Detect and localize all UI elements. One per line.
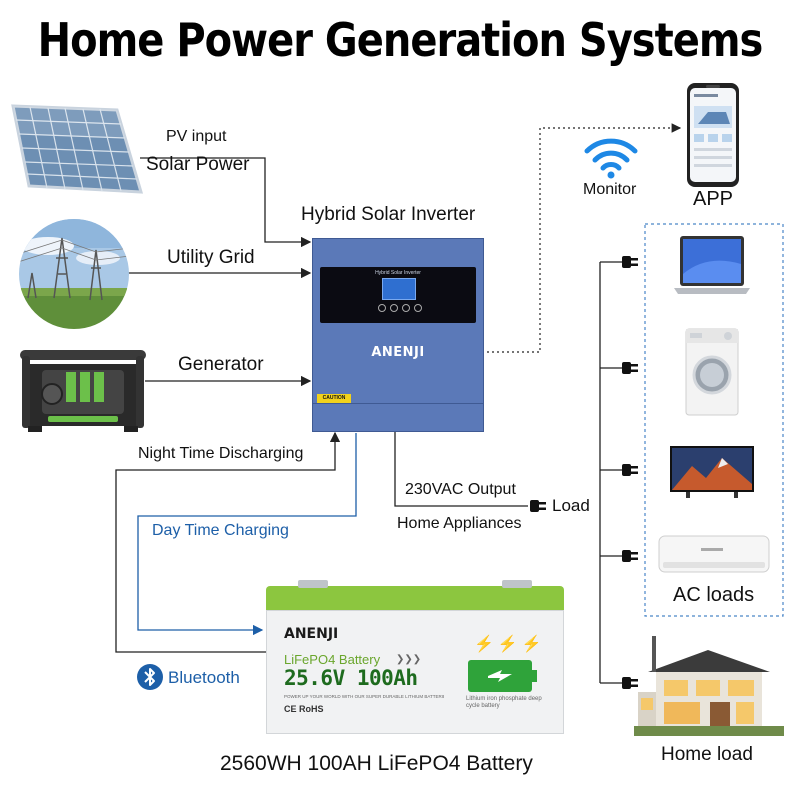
house-image xyxy=(634,636,784,736)
inverter-display-panel: Hybrid Solar Inverter xyxy=(320,267,476,323)
wifi-icon xyxy=(584,138,638,179)
bluetooth-label: Bluetooth xyxy=(168,668,240,687)
lcd-screen xyxy=(382,278,416,300)
plug-icon xyxy=(622,464,638,476)
battery-cert-marks: CE RoHS xyxy=(284,704,324,714)
bluetooth-icon xyxy=(137,664,163,690)
utility-grid-image xyxy=(19,219,129,329)
generator-image xyxy=(20,350,146,432)
home-appliances-label: Home Appliances xyxy=(397,515,522,532)
plug-icon xyxy=(622,550,638,562)
ac-loads-label: AC loads xyxy=(673,584,755,606)
inverter-brand-logo: ANENJI xyxy=(371,345,425,360)
caution-label: CAUTION xyxy=(317,394,351,403)
plug-icon xyxy=(622,677,638,689)
day-charging-label: Day Time Charging xyxy=(152,522,289,539)
solar-power-label: Solar Power xyxy=(146,154,250,175)
charge-arrow-icon xyxy=(488,670,512,682)
home-load-label: Home load xyxy=(661,744,753,765)
page-title: Home Power Generation Systems xyxy=(37,14,764,68)
washing-machine-image xyxy=(685,328,739,416)
plug-icon xyxy=(622,362,638,374)
load-label: Load xyxy=(552,496,590,515)
lightning-icons: ⚡⚡⚡ xyxy=(474,636,546,653)
battery-model: LiFePO4 Battery xyxy=(284,652,381,667)
battery-brand-logo: ANENJI xyxy=(284,626,339,642)
night-discharging-label: Night Time Discharging xyxy=(138,445,304,462)
battery-caption: 2560WH 100AH LiFePO4 Battery xyxy=(220,752,533,775)
battery-side-text: Lithium iron phosphate deep cycle batter… xyxy=(466,696,542,709)
battery-level-icon xyxy=(468,660,537,692)
app-label: APP xyxy=(693,188,734,210)
hybrid-inverter: Hybrid Solar Inverter ANENJI CAUTION xyxy=(312,238,484,432)
monitor-label: Monitor xyxy=(583,181,637,198)
battery-spec: 25.6V 100Ah xyxy=(284,666,418,690)
battery-small-text: POWER UP YOUR WORLD WITH OUR SUPER DURAB… xyxy=(284,694,444,699)
inverter-buttons xyxy=(378,304,422,312)
air-conditioner-image xyxy=(658,535,770,573)
pv-input-label: PV input xyxy=(166,128,227,145)
plug-icon xyxy=(530,500,546,512)
laptop-image xyxy=(674,236,750,294)
inverter-label: Hybrid Solar Inverter xyxy=(301,204,476,225)
television-image xyxy=(670,446,754,498)
lifepo4-battery: ANENJI LiFePO4 Battery ❯❯❯ 25.6V 100Ah P… xyxy=(266,580,564,734)
plug-icon xyxy=(622,256,638,268)
battery-chevrons: ❯❯❯ xyxy=(396,654,422,665)
utility-grid-label: Utility Grid xyxy=(167,247,255,268)
inverter-screen-title: Hybrid Solar Inverter xyxy=(375,270,421,276)
smartphone-app-image xyxy=(687,83,739,187)
output-label: 230VAC Output xyxy=(405,481,516,498)
generator-label: Generator xyxy=(178,354,264,375)
solar-panel-image xyxy=(11,104,143,194)
